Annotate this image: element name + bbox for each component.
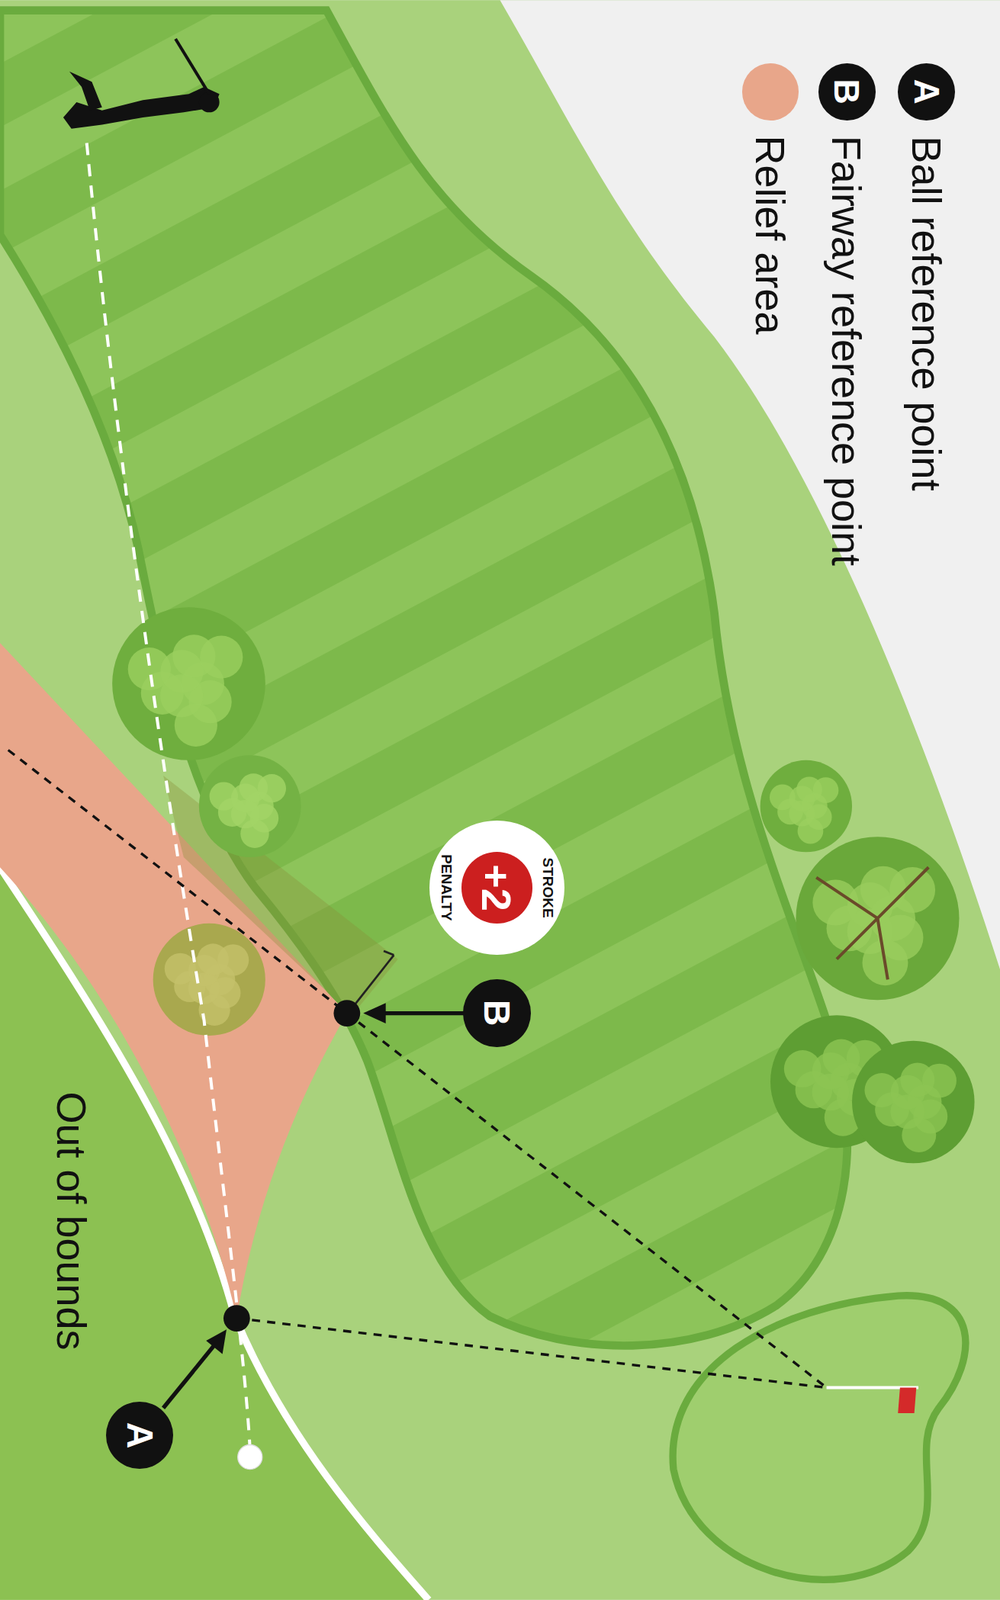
legend-letter: B	[829, 79, 865, 105]
penalty-number: +2	[475, 864, 518, 912]
penalty-text: PENALTY	[438, 854, 454, 921]
reference-line	[8, 749, 827, 1388]
fairway	[0, 10, 848, 1347]
penalty-text: STROKE	[540, 857, 556, 918]
reference-dot	[333, 1000, 361, 1027]
area-label: Out of bounds	[51, 1091, 93, 1351]
tree	[760, 760, 853, 853]
tree	[112, 607, 266, 761]
pointer-arrow	[163, 1343, 217, 1409]
tree	[199, 755, 302, 858]
pointer-arrow	[379, 1011, 465, 1016]
reference-line	[236, 1318, 827, 1389]
tree-branches	[816, 867, 929, 980]
flag	[897, 1388, 917, 1414]
tree	[852, 1041, 975, 1164]
reference-dot	[223, 1305, 251, 1332]
tree	[795, 836, 959, 1000]
pointer-arrow	[205, 1329, 227, 1354]
tree	[153, 923, 266, 1036]
marker-flag	[352, 954, 395, 1009]
legend-letter: A	[909, 79, 945, 105]
legend-text: Ball reference point	[906, 135, 948, 491]
golfer	[63, 38, 220, 129]
green	[672, 1295, 966, 1581]
ball	[237, 1444, 263, 1470]
callout-circle: B	[463, 979, 531, 1047]
callout-letter: A	[121, 1422, 158, 1450]
penalty-badge: STROKE +2 PENALTY	[429, 820, 565, 956]
legend-swatch	[742, 63, 800, 121]
pointer-arrow	[363, 1003, 386, 1024]
legend-text: Relief area	[749, 135, 791, 335]
legend-text: Fairway reference point	[826, 135, 868, 566]
callout-letter: B	[478, 1000, 515, 1027]
ball-flight	[86, 142, 251, 1449]
marker-flag	[383, 951, 394, 955]
